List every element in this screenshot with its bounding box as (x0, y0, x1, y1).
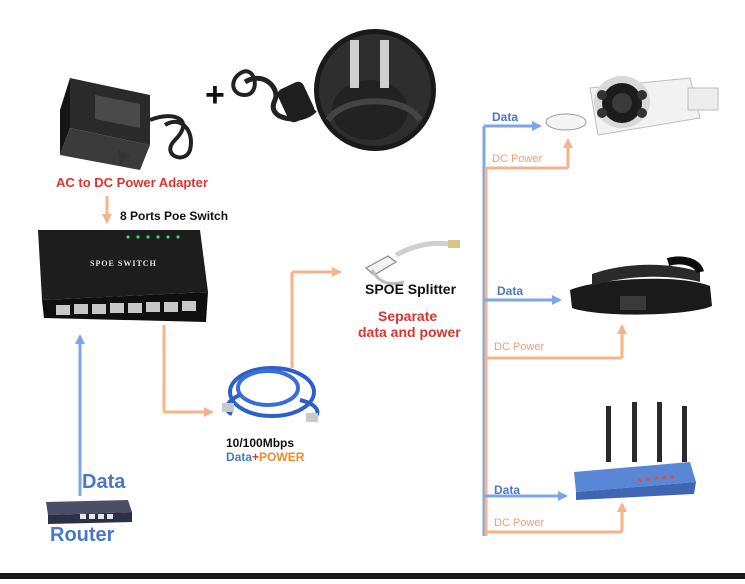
separate-line2: data and power (358, 324, 461, 340)
camera-data-label: Data (492, 110, 519, 124)
power-adapter-icon (60, 78, 193, 170)
poe-splitter-icon (364, 240, 460, 285)
poe-switch-icon (38, 230, 208, 322)
eu-plug-closeup-icon (314, 29, 436, 151)
cable-plus-text: + (252, 450, 260, 464)
speed-label: 10/100Mbps (226, 436, 295, 450)
router-icon (46, 500, 132, 524)
wireless-access-point-icon (574, 402, 696, 500)
camera-power-label: DC Power (492, 153, 543, 165)
router-data-label: Data (82, 471, 126, 493)
splitter-title: SPOE Splitter (365, 281, 457, 297)
ip-phone-icon (570, 256, 712, 315)
phone-power-label: DC Power (494, 341, 545, 353)
router-label: Router (50, 524, 115, 546)
switch-title: 8 Ports Poe Switch (120, 209, 229, 223)
ap-power-label: DC Power (494, 517, 545, 529)
bottom-edge-bar (0, 573, 745, 579)
plug-with-cable-icon (231, 69, 317, 123)
adapter-label: AC to DC Power Adapter (56, 175, 208, 190)
ip-camera-icon (545, 76, 719, 136)
cable-power-text: POWER (259, 450, 305, 464)
phone-data-label: Data (497, 284, 524, 298)
ap-data-label: Data (494, 483, 521, 497)
ethernet-cable-icon (222, 366, 320, 422)
plus-sign: + (205, 76, 225, 114)
cable-data-power-label: Data+POWER (226, 451, 304, 463)
switch-face-label: SPOE SWITCH (90, 259, 157, 268)
cable-data-text: Data (226, 450, 253, 464)
separate-line1: Separate (378, 308, 438, 324)
